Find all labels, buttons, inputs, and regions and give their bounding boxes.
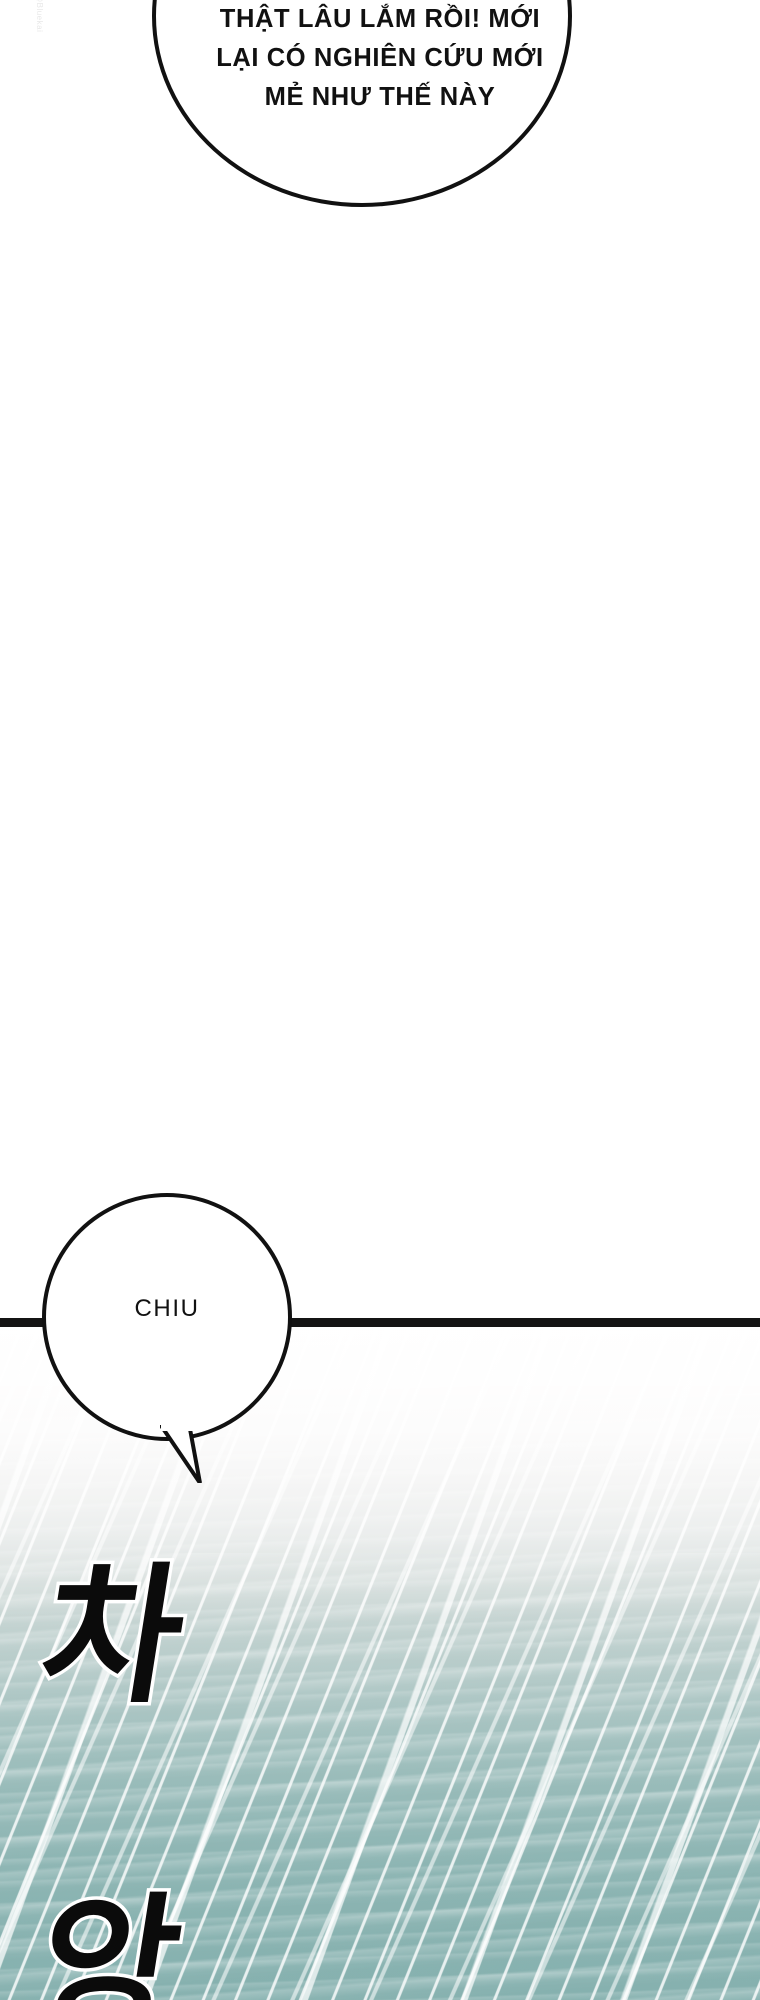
sfx-cha: 차 bbox=[27, 1547, 200, 1728]
panel-divider bbox=[0, 1318, 760, 1327]
sfx-bubble: CHIU bbox=[42, 1193, 292, 1441]
sfx-bubble-tail-joint bbox=[161, 1425, 194, 1431]
sfx-bubble-tail-shape bbox=[160, 1425, 202, 1483]
panel-dialogue: @Bluekai THẬT LÂU LẮM RỒI! MỚI LẠI CÓ NG… bbox=[35, 0, 572, 207]
sfx-bubble-text: CHIU bbox=[134, 1295, 200, 1322]
watermark-text: @Bluekai bbox=[35, 0, 44, 33]
dialogue-bubble-text: THẬT LÂU LẮM RỒI! MỚI LẠI CÓ NGHIÊN CỨU … bbox=[216, 5, 544, 111]
sfx-bubble-tail bbox=[160, 1425, 202, 1483]
sfx-ak: 앙 bbox=[23, 1877, 196, 2000]
